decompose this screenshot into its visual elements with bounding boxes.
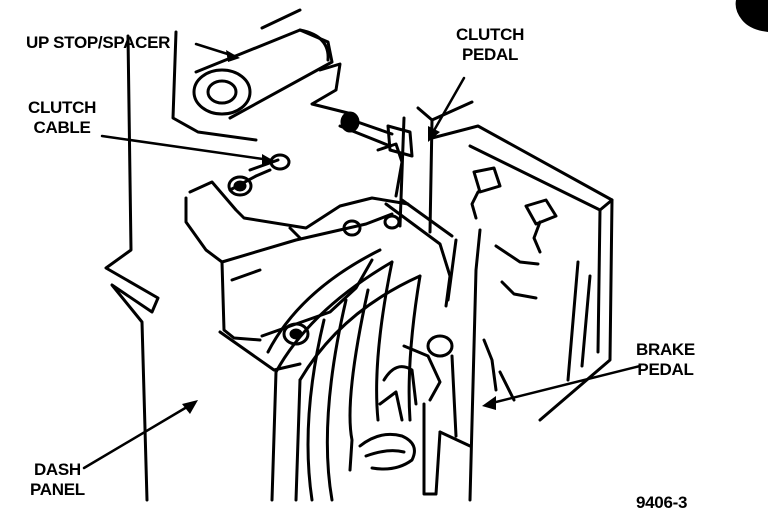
label-brake-pedal-line1: BRAKE (636, 340, 695, 359)
leader-clutch-cable (100, 134, 272, 162)
label-brake-pedal-line2: PEDAL (637, 360, 694, 379)
mounting-bracket-plate (184, 153, 454, 372)
figure-number: 9406-3 (636, 493, 688, 512)
label-up-stop-spacer: UP STOP/SPACER (26, 33, 171, 52)
label-clutch-pedal-line1: CLUTCH (456, 25, 525, 44)
dash-panel-inner-line (171, 30, 258, 142)
corner-mark (735, 0, 768, 32)
label-brake-pedal: BRAKE PEDAL (636, 340, 695, 380)
leader-lines (82, 42, 642, 470)
label-clutch-cable: CLUTCH CABLE (28, 98, 96, 138)
clutch-pedal-arm (376, 100, 474, 234)
leader-brake-pedal (486, 364, 642, 406)
pivot-bolt (338, 111, 414, 158)
return-spring (358, 334, 454, 471)
leader-clutch-pedal (430, 76, 466, 136)
label-clutch-cable-line2: CABLE (33, 118, 91, 137)
label-dash-panel-line2: PANEL (30, 480, 85, 499)
bracket-fasteners (470, 166, 558, 254)
leader-arrowheads (182, 50, 496, 414)
dash-panel-outline (104, 34, 160, 502)
label-dash-panel-line1: DASH (33, 460, 81, 479)
up-stop-spacer-part (192, 8, 354, 120)
clutch-pedal-lower (422, 338, 516, 496)
leader-dash-panel (82, 402, 194, 470)
brake-pedal-arm (266, 248, 422, 502)
label-dash-panel: DASH PANEL (30, 460, 85, 500)
label-clutch-cable-line1: CLUTCH (28, 98, 97, 117)
label-clutch-pedal: CLUTCH PEDAL (456, 25, 524, 65)
label-clutch-pedal-line2: PEDAL (461, 45, 519, 64)
pedal-bracket-box (430, 124, 614, 502)
